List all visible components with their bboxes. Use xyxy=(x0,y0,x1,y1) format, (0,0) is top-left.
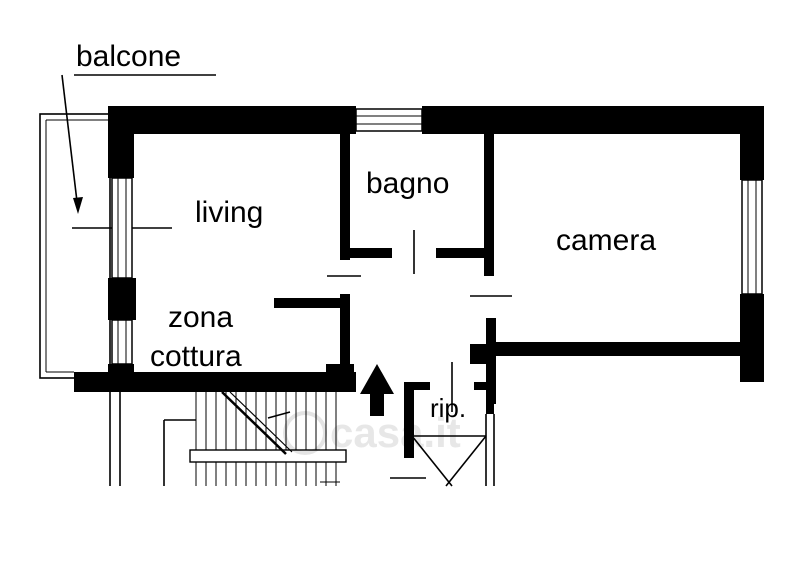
balcony xyxy=(39,113,111,379)
label-bagno: bagno xyxy=(366,167,449,200)
walls xyxy=(74,106,764,458)
label-zona: zona xyxy=(168,301,233,334)
shaft xyxy=(390,414,495,487)
label-balcone: balcone xyxy=(76,40,181,73)
label-camera: camera xyxy=(556,224,656,257)
entrance-arrow-icon xyxy=(360,364,394,416)
staircase xyxy=(109,391,347,486)
watermark-logo: casa.it xyxy=(283,409,461,456)
balcone-leader xyxy=(61,74,216,229)
watermark-text: casa.it xyxy=(330,409,461,456)
label-ripostiglio: rip. xyxy=(430,393,466,423)
label-living: living xyxy=(195,196,263,229)
label-cottura: cottura xyxy=(150,340,242,373)
